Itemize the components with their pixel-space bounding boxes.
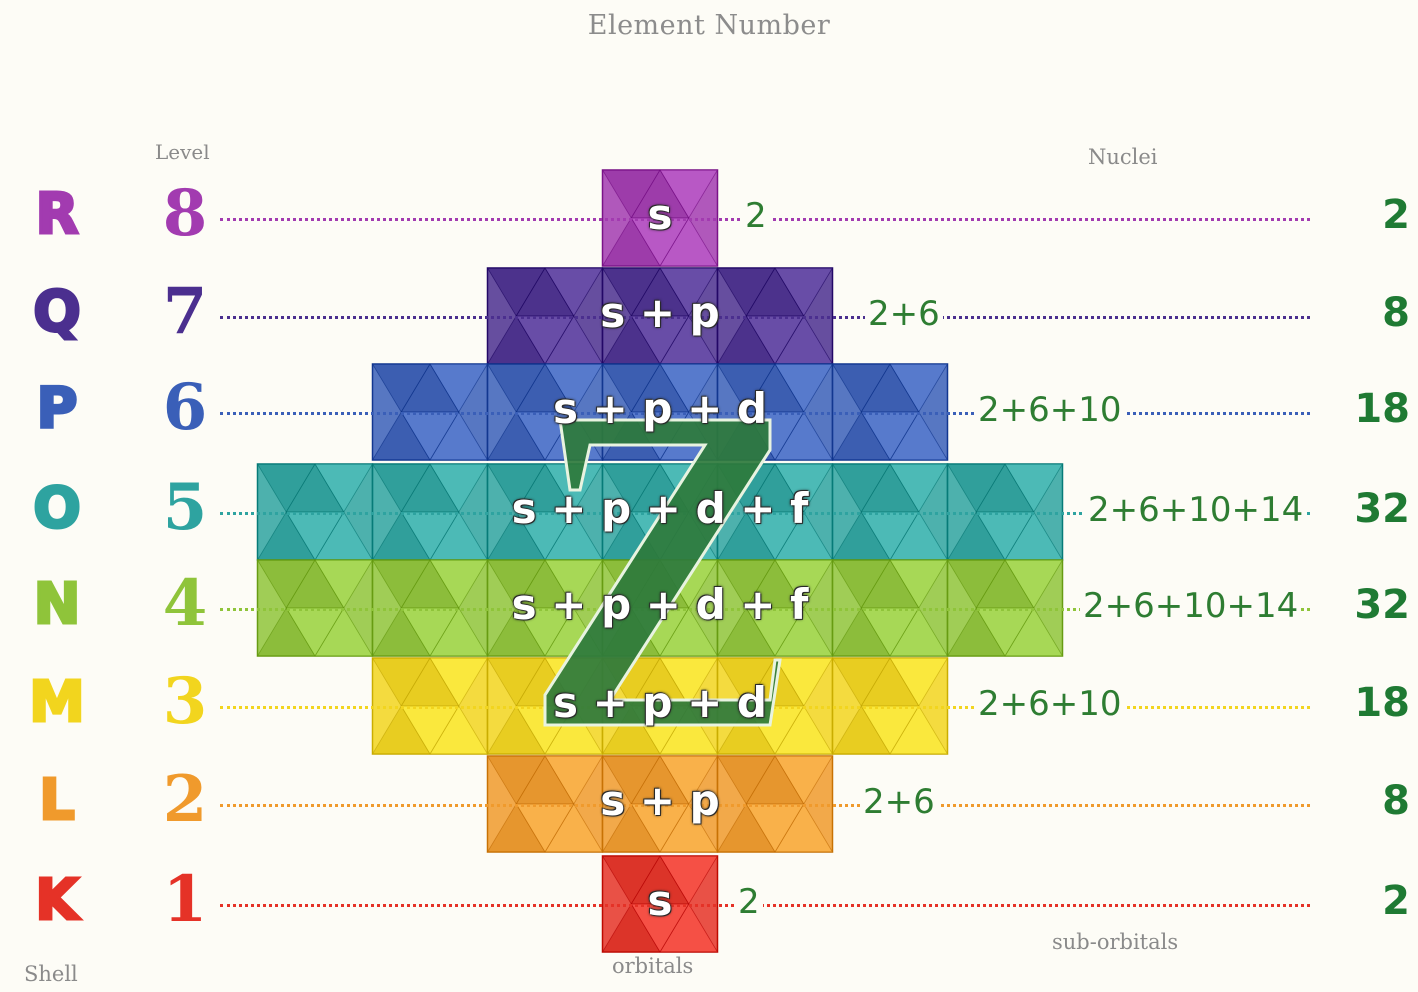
orbital-label: s + p + d xyxy=(510,678,810,727)
sub-orbital-label: 2+6+10+14 xyxy=(1080,586,1301,626)
level-number-1: 1 xyxy=(150,862,220,937)
sub-orbital-label: 2+6+10 xyxy=(975,684,1125,724)
level-number-3: 3 xyxy=(150,664,220,739)
orbital-label: s + p xyxy=(510,288,810,337)
sub-orbital-label: 2+6+10+14 xyxy=(1085,490,1306,530)
level-number-4: 4 xyxy=(150,566,220,641)
level-number-7: 7 xyxy=(150,274,220,349)
shell-letter-o: O xyxy=(22,476,92,541)
level-number-6: 6 xyxy=(150,370,220,445)
shell-letter-n: N xyxy=(22,572,92,637)
orbitals-header: orbitals xyxy=(612,954,693,978)
nuclei-count: 8 xyxy=(1330,778,1410,824)
nuclei-count: 8 xyxy=(1330,290,1410,336)
shell-letter-k: K xyxy=(22,868,92,933)
level-number-2: 2 xyxy=(150,762,220,837)
shell-letter-q: Q xyxy=(22,280,92,345)
nuclei-count: 18 xyxy=(1330,680,1410,726)
nuclei-count: 32 xyxy=(1330,582,1410,628)
orbital-label: s xyxy=(510,876,810,925)
shell-letter-p: P xyxy=(22,376,92,441)
shell-letter-l: L xyxy=(22,768,92,833)
shell-letter-r: R xyxy=(22,182,92,247)
orbital-label: s + p + d + f xyxy=(510,484,810,533)
shell-letter-m: M xyxy=(22,670,92,735)
shell-header: Shell xyxy=(24,962,78,986)
sub-orbitals-header: sub-orbitals xyxy=(1052,930,1178,954)
orbital-label: s xyxy=(510,190,810,239)
level-number-8: 8 xyxy=(150,176,220,251)
orbital-label: s + p xyxy=(510,776,810,825)
nuclei-count: 2 xyxy=(1330,192,1410,238)
level-number-5: 5 xyxy=(150,470,220,545)
nuclei-count: 2 xyxy=(1330,878,1410,924)
sub-orbital-label: 2+6 xyxy=(860,782,938,822)
sub-orbital-label: 2+6+10 xyxy=(975,390,1125,430)
nuclei-count: 32 xyxy=(1330,486,1410,532)
sub-orbital-label: 2+6 xyxy=(865,294,943,334)
nuclei-count: 18 xyxy=(1330,386,1410,432)
orbital-label: s + p + d xyxy=(510,384,810,433)
orbital-label: s + p + d + f xyxy=(510,580,810,629)
